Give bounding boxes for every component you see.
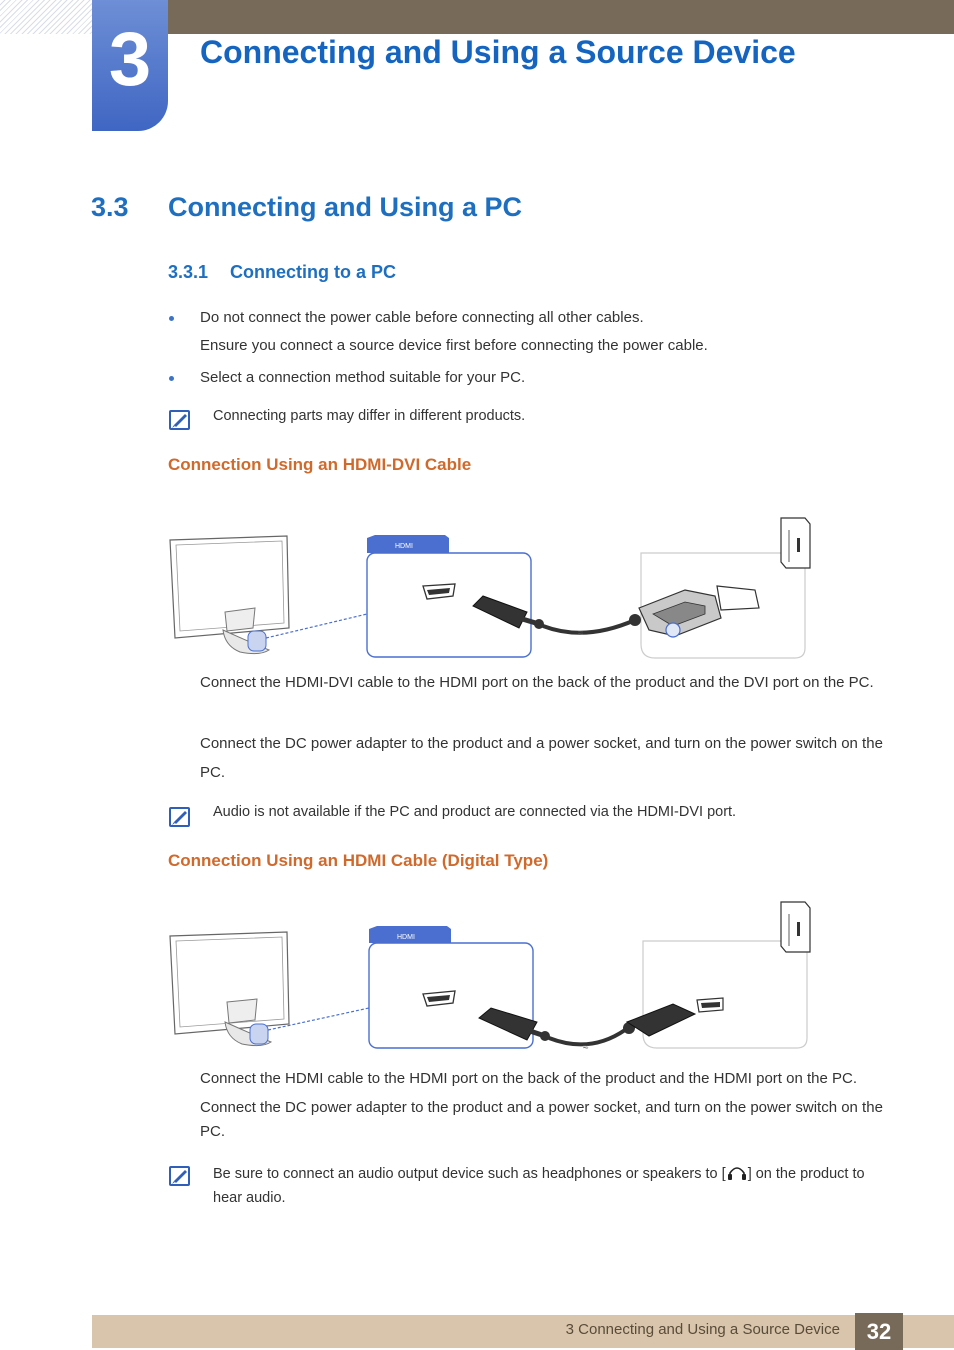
hdmi-dvi-paragraph-1: Connect the HDMI-DVI cable to the HDMI p…	[200, 674, 874, 691]
hdmi-dvi-diagram: HDMI ≈	[169, 517, 811, 659]
section-heading: 3.3 Connecting and Using a PC	[91, 192, 522, 223]
svg-text:≈: ≈	[578, 628, 584, 639]
note-icon	[169, 1166, 190, 1186]
hdmi-connector-icon	[472, 595, 544, 629]
bullet-dot	[169, 376, 174, 381]
subsection-number: 3.3.1	[168, 262, 209, 282]
monitor-icon	[169, 931, 290, 1047]
hdmi-dvi-heading: Connection Using an HDMI-DVI Cable	[168, 455, 472, 474]
monitor-icon	[169, 535, 290, 655]
hdmi-port-label: HDMI	[397, 934, 415, 941]
chapter-title: Connecting and Using a Source Device	[200, 34, 796, 70]
hdmi-note-after: ] on the product to hear audio.	[213, 1166, 865, 1206]
bullet-dot	[169, 316, 174, 321]
bullet-1-line-2: Ensure you connect a source device first…	[200, 337, 708, 354]
hdmi-port-icon	[422, 583, 456, 600]
hdmi-heading: Connection Using an HDMI Cable (Digital …	[168, 851, 549, 870]
note-text: Connecting parts may differ in different…	[213, 408, 526, 424]
dvi-connector-icon	[629, 585, 760, 638]
section-title: Connecting and Using a PC	[168, 192, 523, 222]
hdmi-connector-icon	[478, 1007, 550, 1041]
hdmi-port-icon	[422, 990, 456, 1007]
hdmi-note-before: Be sure to connect an audio output devic…	[213, 1166, 726, 1182]
hdmi-note: Be sure to connect an audio output devic…	[213, 1162, 893, 1210]
note-icon	[169, 410, 190, 430]
hdmi-dvi-note: Audio is not available if the PC and pro…	[213, 804, 737, 820]
pc-tower-icon	[780, 517, 811, 569]
section-number: 3.3	[91, 192, 129, 222]
subsection-title: Connecting to a PC	[230, 262, 396, 282]
hdmi-paragraph-2: Connect the DC power adapter to the prod…	[200, 1099, 883, 1140]
pc-tower-icon	[780, 901, 811, 953]
bullet-2-line-1: Select a connection method suitable for …	[200, 369, 526, 386]
footer-chapter-text: 3 Connecting and Using a Source Device	[565, 1321, 840, 1338]
chapter-number-badge: 3	[92, 0, 168, 131]
headphone-icon	[727, 1167, 746, 1180]
svg-text:≈: ≈	[583, 1042, 589, 1053]
hdmi-dvi-paragraph-2: Connect the DC power adapter to the prod…	[200, 735, 883, 781]
header-bar	[168, 0, 954, 34]
note-icon	[169, 807, 190, 827]
hdmi-connector-icon	[623, 997, 724, 1037]
bullet-1-line-1: Do not connect the power cable before co…	[200, 309, 644, 326]
subsection-heading: 3.3.1 Connecting to a PC	[168, 262, 396, 283]
header-hatch	[0, 0, 92, 34]
hdmi-port-label: HDMI	[395, 543, 413, 550]
footer-bar	[92, 1315, 954, 1348]
hdmi-paragraph-1: Connect the HDMI cable to the HDMI port …	[200, 1070, 858, 1087]
page-number: 32	[855, 1313, 903, 1350]
hdmi-diagram: HDMI ≈	[169, 901, 811, 1053]
